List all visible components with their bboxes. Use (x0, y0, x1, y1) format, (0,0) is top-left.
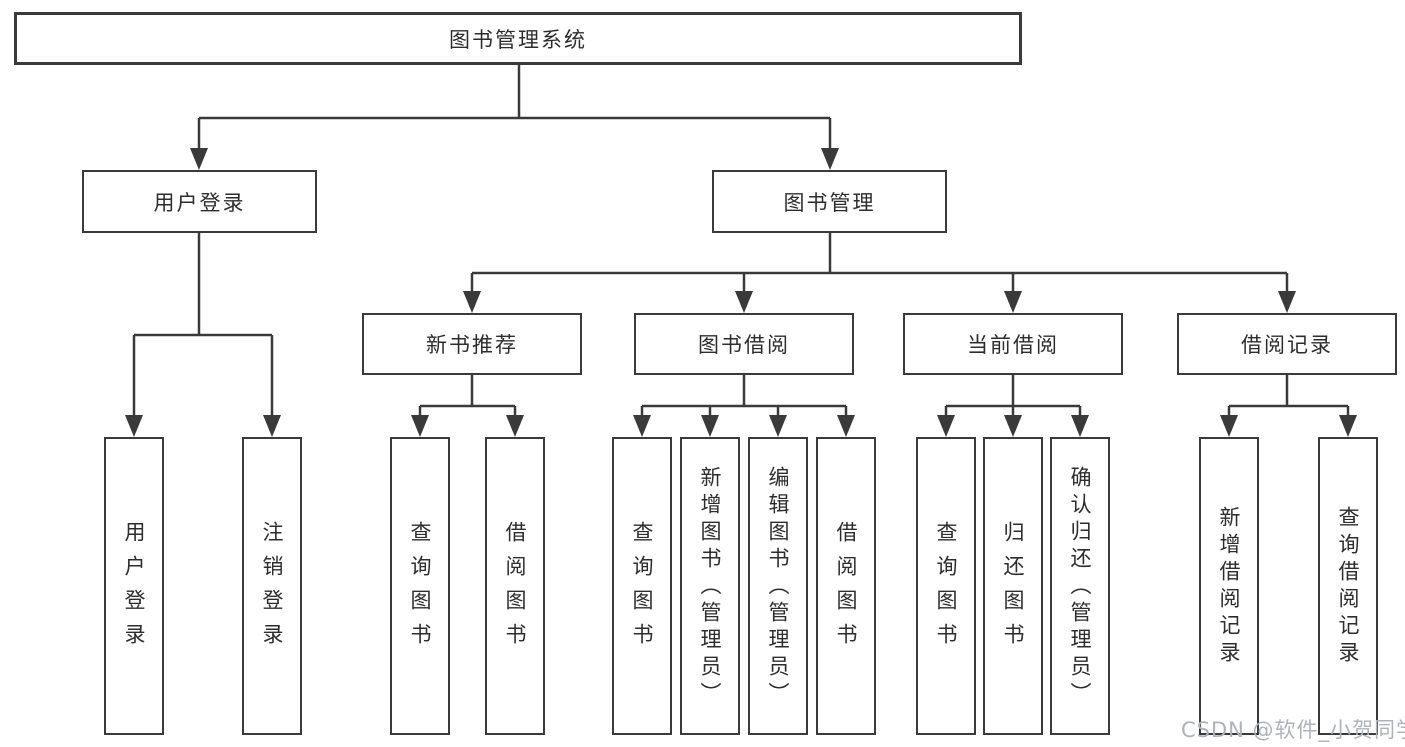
leaf-borrow-books: 借阅图书 (816, 437, 876, 735)
leaf-user-login: 用户登录 (104, 437, 164, 735)
node-book-management: 图书管理 (712, 170, 947, 233)
node-new-book-recommend: 新书推荐 (362, 313, 582, 375)
leaf-add-borrow-record: 新增借阅记录 (1199, 437, 1259, 735)
node-borrow-records: 借阅记录 (1177, 313, 1397, 375)
node-user-login: 用户登录 (82, 170, 317, 233)
leaf-query-books-recommend: 查询图书 (390, 437, 450, 735)
leaf-return-book: 归还图书 (983, 437, 1043, 735)
leaf-query-books-current: 查询图书 (916, 437, 976, 735)
leaf-borrow-books-recommend: 借阅图书 (485, 437, 545, 735)
node-book-borrow: 图书借阅 (634, 313, 854, 375)
leaf-edit-book-admin: 编辑图书（管理员） (748, 437, 808, 735)
leaf-confirm-return-admin: 确认归还（管理员） (1050, 437, 1110, 735)
csdn-watermark: CSDN @软件_小贺同学 (1181, 718, 1405, 742)
node-root-system: 图书管理系统 (14, 12, 1022, 65)
node-current-borrow: 当前借阅 (903, 313, 1123, 375)
leaf-query-books-borrow: 查询图书 (612, 437, 672, 735)
leaf-logout: 注销登录 (242, 437, 302, 735)
leaf-query-borrow-record: 查询借阅记录 (1318, 437, 1378, 735)
leaf-add-book-admin: 新增图书（管理员） (680, 437, 740, 735)
